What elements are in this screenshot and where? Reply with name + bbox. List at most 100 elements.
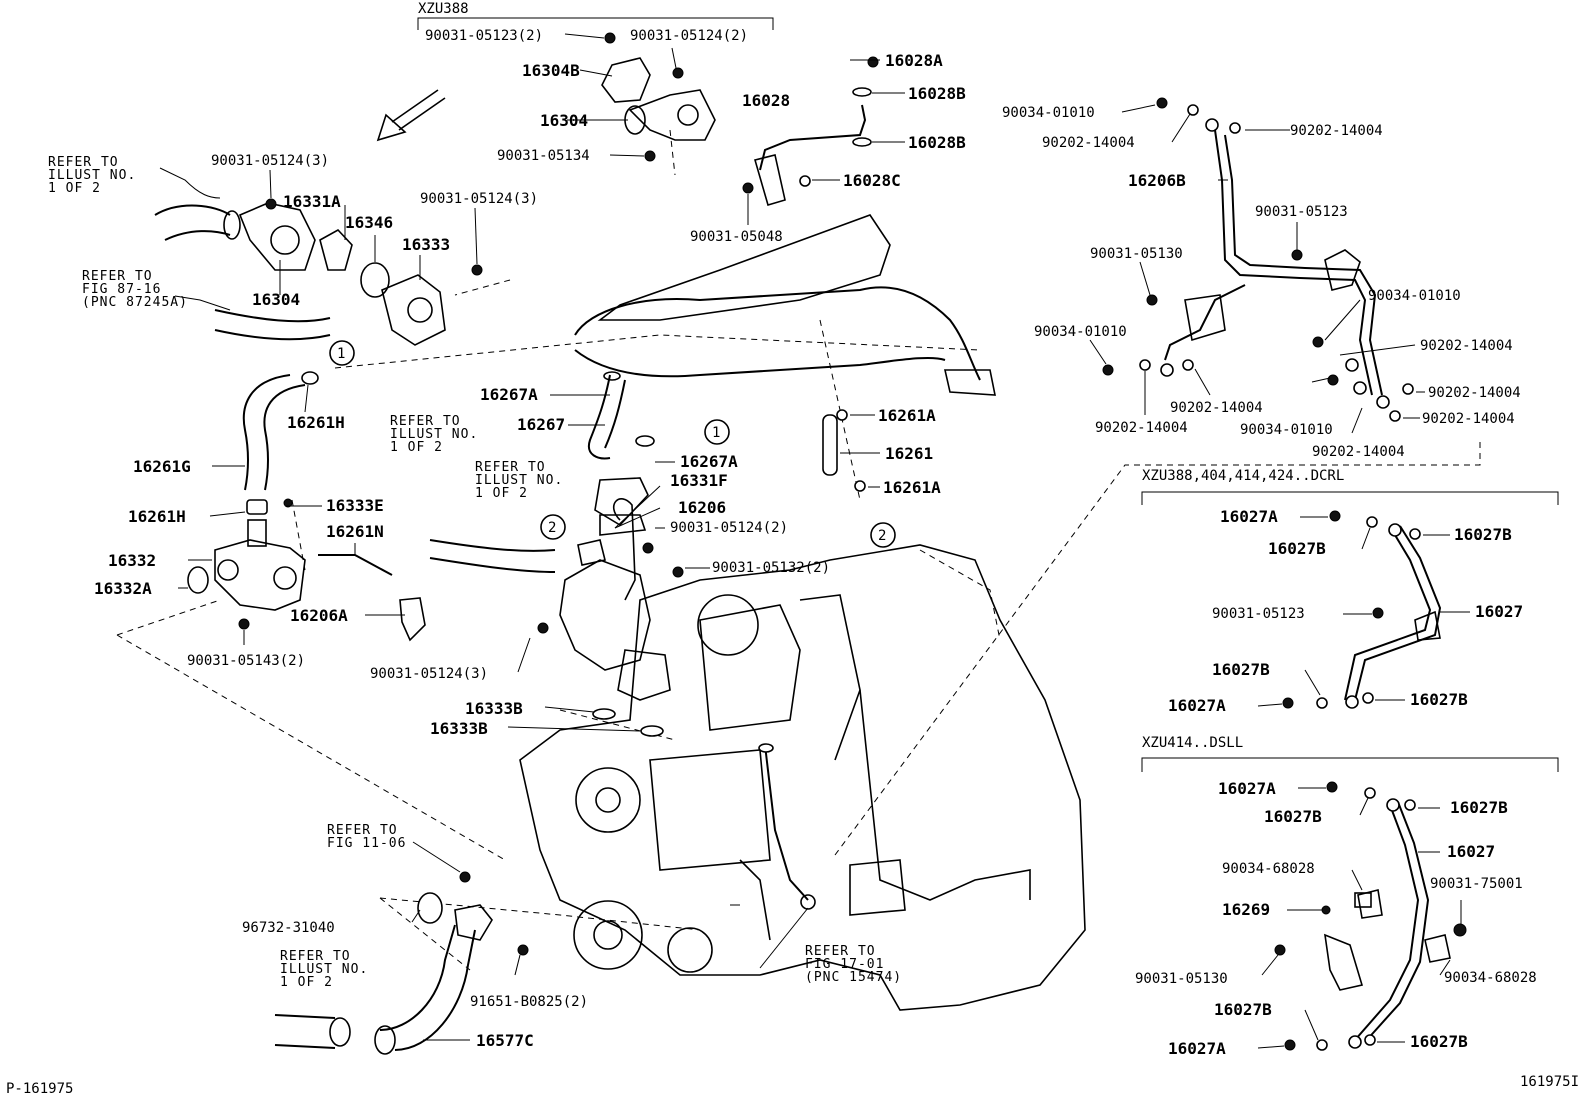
part-labels: 90031-05123(2) 90031-05124(2) 16304B 163… — [94, 28, 1537, 1058]
part-16304-top: 16304 — [540, 111, 588, 130]
leader-lines — [159, 33, 1470, 1049]
part-r-90034-01010-c: 90034-01010 — [1034, 324, 1127, 340]
part-16261: 16261 — [885, 444, 933, 463]
part-r-90034-01010-d: 90034-01010 — [1240, 422, 1333, 438]
part-90031-05132-2: 90031-05132(2) — [712, 560, 830, 576]
part-r-90202-14004-d: 90202-14004 — [1170, 400, 1263, 416]
part-90031-05124-2-mid: 90031-05124(2) — [670, 520, 788, 536]
pipe-16027-dsll — [1324, 798, 1451, 1049]
part-16333e: 16333E — [326, 496, 384, 515]
callout-2b-circle — [870, 522, 896, 548]
water-outlet-xzu388 — [601, 57, 716, 141]
part-16261g: 16261G — [133, 457, 191, 476]
part-16346: 16346 — [345, 213, 393, 232]
part-16028b-2: 16028B — [908, 133, 966, 152]
part-16261a-1: 16261A — [878, 406, 936, 425]
part-r-90202-14004-g: 90202-14004 — [1422, 411, 1515, 427]
part-r-90202-14004-h: 90202-14004 — [1312, 444, 1405, 460]
part-s-16027b-3: 16027B — [1214, 1000, 1272, 1019]
part-s-16027b-1: 16027B — [1264, 807, 1322, 826]
part-s-16027: 16027 — [1447, 842, 1495, 861]
part-d-16027a-1: 16027A — [1220, 507, 1278, 526]
part-16332a: 16332A — [94, 579, 152, 598]
group-brackets: XZU388 XZU388,404,414,424..DCRL XZU414..… — [417, 1, 1559, 772]
fasteners — [238, 32, 1467, 1051]
part-16267a-1: 16267A — [480, 385, 538, 404]
part-r-90034-01010-a: 90034-01010 — [1002, 105, 1095, 121]
part-16304b: 16304B — [522, 61, 580, 80]
pipe-16206b — [1160, 118, 1390, 409]
part-96732-31040: 96732-31040 — [242, 920, 335, 936]
part-d-16027: 16027 — [1475, 602, 1523, 621]
group-label-dsll: XZU414..DSLL — [1142, 735, 1243, 751]
part-16028b-1: 16028B — [908, 84, 966, 103]
water-outlet-upper — [154, 202, 446, 346]
pipe-16028 — [754, 87, 872, 206]
housing-16206 — [429, 477, 671, 701]
group-label-xzu388: XZU388 — [418, 1, 469, 17]
part-16332: 16332 — [108, 551, 156, 570]
part-16028c: 16028C — [843, 171, 901, 190]
part-90031-05124-2-top: 90031-05124(2) — [630, 28, 748, 44]
part-s-90034-68028-b: 90034-68028 — [1444, 970, 1537, 986]
part-16333b-1: 16333B — [465, 699, 523, 718]
part-s-16269: 16269 — [1222, 900, 1270, 919]
part-r-90202-14004-a: 90202-14004 — [1042, 135, 1135, 151]
part-16206: 16206 — [678, 498, 726, 517]
part-s-90034-68028-a: 90034-68028 — [1222, 861, 1315, 877]
part-s-90031-05130: 90031-05130 — [1135, 971, 1228, 987]
part-91651-b0825-2: 91651-B0825(2) — [470, 994, 588, 1010]
part-16261n: 16261N — [326, 522, 384, 541]
part-16028a: 16028A — [885, 51, 943, 70]
callout-1-circle — [329, 340, 355, 366]
part-s-16027b-2: 16027B — [1450, 798, 1508, 817]
part-s-16027b-4: 16027B — [1410, 1032, 1468, 1051]
part-90031-05123-2: 90031-05123(2) — [425, 28, 543, 44]
part-16333: 16333 — [402, 235, 450, 254]
part-r-90202-14004-f: 90202-14004 — [1095, 420, 1188, 436]
part-16577c: 16577C — [476, 1031, 534, 1050]
part-d-16027b-2: 16027B — [1454, 525, 1512, 544]
lower-hose-16577c — [274, 892, 493, 1055]
part-16261h-1: 16261H — [287, 413, 345, 432]
callout-2b-label: 2 — [878, 528, 886, 544]
callout-2-circle — [540, 514, 566, 540]
callout-2-label: 2 — [548, 520, 556, 536]
part-16304: 16304 — [252, 290, 300, 309]
part-s-16027a-1: 16027A — [1218, 779, 1276, 798]
engine-block — [519, 544, 1086, 1011]
callout-1b-circle — [704, 419, 730, 445]
part-16267a-2: 16267A — [680, 452, 738, 471]
corner-id: 161975I — [1520, 1074, 1579, 1090]
part-r-90031-05123: 90031-05123 — [1255, 204, 1348, 220]
pipe-fig1701 — [758, 743, 816, 910]
part-16261h-2: 16261H — [128, 507, 186, 526]
part-r-90202-14004-c: 90202-14004 — [1420, 338, 1513, 354]
figure-id: P-161975 — [6, 1081, 73, 1097]
part-r-16206b: 16206B — [1128, 171, 1186, 190]
part-16267: 16267 — [517, 415, 565, 434]
part-s-16027a-2: 16027A — [1168, 1039, 1226, 1058]
callout-1b-label: 1 — [712, 425, 720, 441]
part-d-16027b-3: 16027B — [1212, 660, 1270, 679]
part-16331a: 16331A — [283, 192, 341, 211]
part-d-16027a-2: 16027A — [1168, 696, 1226, 715]
part-16331f: 16331F — [670, 471, 728, 490]
part-d-90031-05123: 90031-05123 — [1212, 606, 1305, 622]
part-d-16027b-4: 16027B — [1410, 690, 1468, 709]
part-16261a-2: 16261A — [883, 478, 941, 497]
part-s-90031-75001: 90031-75001 — [1430, 876, 1523, 892]
part-16206a: 16206A — [290, 606, 348, 625]
part-r-90202-14004-e: 90202-14004 — [1428, 385, 1521, 401]
part-90031-05124-3-a: 90031-05124(3) — [211, 153, 329, 169]
callout-markers: 1 1 2 2 — [329, 340, 896, 548]
